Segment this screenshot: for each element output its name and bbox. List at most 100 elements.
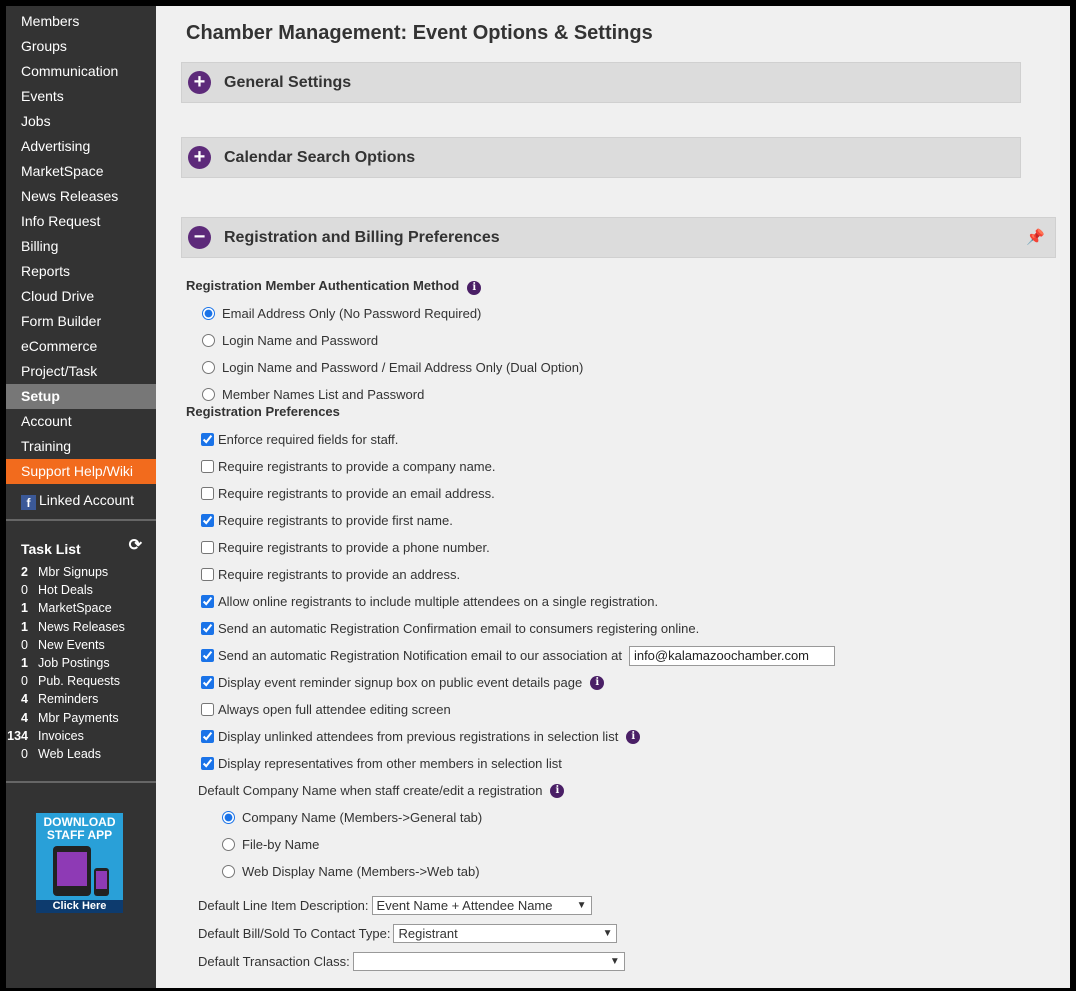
sidebar-item-billing[interactable]: Billing — [21, 238, 59, 254]
pref-option[interactable]: Require registrants to provide an addres… — [186, 561, 1046, 588]
sidebar-item-jobs[interactable]: Jobs — [21, 113, 51, 129]
company-option[interactable]: File-by Name — [186, 831, 1046, 858]
auth-option[interactable]: Email Address Only (No Password Required… — [186, 300, 1046, 327]
pref-checkbox[interactable] — [201, 487, 214, 500]
refresh-icon[interactable]: ⟳ — [128, 537, 142, 554]
pref-checkbox[interactable] — [201, 541, 214, 554]
sidebar-item-form-builder[interactable]: Form Builder — [21, 313, 102, 329]
pref-label: Require registrants to provide an email … — [218, 486, 495, 501]
sidebar-item-account[interactable]: Account — [21, 413, 72, 429]
sidebar-item-events[interactable]: Events — [21, 88, 64, 104]
sidebar-item-support-help-wiki[interactable]: Support Help/Wiki — [6, 459, 156, 484]
pref-option[interactable]: Require registrants to provide first nam… — [186, 507, 1046, 534]
pref-option[interactable]: Require registrants to provide an email … — [186, 480, 1046, 507]
company-radio[interactable] — [222, 838, 235, 851]
registration-billing-panel[interactable]: −Registration and Billing Preferences📌 — [181, 217, 1056, 258]
sidebar-item-marketspace[interactable]: MarketSpace — [21, 163, 104, 179]
transaction-class-select[interactable]: ▼ — [352, 951, 625, 971]
calendar-search-options-panel[interactable]: +Calendar Search Options — [181, 137, 1021, 178]
pref-checkbox[interactable] — [201, 757, 214, 770]
sidebar-item-members[interactable]: Members — [21, 13, 80, 29]
auth-radio[interactable] — [202, 307, 215, 320]
sidebar-item-advertising[interactable]: Advertising — [21, 138, 91, 154]
info-icon[interactable]: i — [550, 783, 565, 798]
info-icon[interactable]: i — [590, 675, 605, 690]
click-here-label: Click Here — [36, 900, 123, 913]
auth-radio[interactable] — [202, 334, 215, 347]
general-settings-panel[interactable]: +General Settings — [181, 62, 1021, 103]
company-radio[interactable] — [222, 865, 235, 878]
sidebar-item-cloud-drive[interactable]: Cloud Drive — [21, 288, 95, 304]
sidebar-item-ecommerce[interactable]: eCommerce — [21, 338, 98, 354]
pref-option[interactable]: Require registrants to provide a phone n… — [186, 534, 1046, 561]
divider — [6, 781, 156, 783]
sidebar-item-training[interactable]: Training — [21, 438, 72, 454]
task-count: 0 — [21, 637, 28, 652]
sidebar-item-reports[interactable]: Reports — [21, 263, 71, 279]
pref-option[interactable]: Enforce required fields for staff. — [186, 426, 1046, 453]
pref-checkbox[interactable] — [201, 649, 214, 662]
pref-checkbox[interactable] — [201, 703, 214, 716]
pin-icon[interactable]: 📌 — [1026, 229, 1045, 246]
task-label: New Events — [38, 637, 105, 652]
pref-checkbox[interactable] — [201, 433, 214, 446]
notification-email-input[interactable]: info@kalamazoochamber.com — [628, 645, 835, 666]
pref-label: Require registrants to provide an addres… — [218, 567, 461, 582]
auth-option[interactable]: Member Names List and Password — [186, 381, 1046, 408]
pref-option[interactable]: Send an automatic Registration Confirmat… — [186, 615, 1046, 642]
sidebar-item-news-releases[interactable]: News Releases — [21, 188, 119, 204]
pref-option[interactable]: Display event reminder signup box on pub… — [186, 669, 1046, 696]
company-option[interactable]: Company Name (Members->General tab) — [186, 804, 1046, 831]
auth-option[interactable]: Login Name and Password / Email Address … — [186, 354, 1046, 381]
auth-radio[interactable] — [202, 388, 215, 401]
download-staff-app-banner[interactable]: DOWNLOAD STAFF APP Click Here — [36, 813, 123, 913]
pref-option[interactable]: Allow online registrants to include mult… — [186, 588, 1046, 615]
pref-checkbox[interactable] — [201, 514, 214, 527]
company-option[interactable]: Web Display Name (Members->Web tab) — [186, 858, 1046, 885]
chevron-down-icon: ▼ — [602, 927, 613, 939]
txn-class-label: Default Transaction Class: — [198, 953, 350, 969]
auth-option-label: Login Name and Password / Email Address … — [222, 360, 584, 375]
pref-option[interactable]: Always open full attendee editing screen — [186, 696, 1046, 723]
pref-option[interactable]: Display unlinked attendees from previous… — [186, 723, 1046, 750]
pref-checkbox[interactable] — [201, 568, 214, 581]
pref-option[interactable]: Display representatives from other membe… — [186, 750, 1046, 777]
sidebar-item-communication[interactable]: Communication — [21, 63, 119, 79]
sidebar-item-project-task[interactable]: Project/Task — [21, 363, 98, 379]
pref-label: Require registrants to provide first nam… — [218, 513, 453, 528]
pref-checkbox[interactable] — [201, 595, 214, 608]
info-icon[interactable]: i — [467, 281, 482, 295]
line-item-select[interactable]: Event Name + Attendee Name▼ — [371, 895, 592, 915]
pref-option[interactable]: Send an automatic Registration Notificat… — [186, 642, 1046, 669]
company-option-label: Company Name (Members->General tab) — [242, 810, 483, 825]
sidebar-item-setup[interactable]: Setup — [6, 384, 156, 409]
pref-checkbox[interactable] — [201, 460, 214, 473]
auth-option[interactable]: Login Name and Password — [186, 327, 1046, 354]
bill-to-select[interactable]: Registrant▼ — [393, 923, 618, 943]
task-item[interactable]: 0 New Events — [6, 636, 156, 654]
pref-checkbox[interactable] — [201, 622, 214, 635]
task-count: 0 — [21, 674, 28, 689]
pref-label: Display unlinked attendees from previous… — [218, 729, 619, 744]
auth-radio[interactable] — [202, 361, 215, 374]
info-icon[interactable]: i — [626, 729, 641, 744]
task-label: Mbr Payments — [38, 710, 119, 725]
company-radio[interactable] — [222, 811, 235, 824]
pref-option[interactable]: Require registrants to provide a company… — [186, 453, 1046, 480]
pref-checkbox[interactable] — [201, 676, 214, 689]
sidebar-item-info-request[interactable]: Info Request — [21, 213, 101, 229]
sidebar-item-groups[interactable]: Groups — [21, 38, 67, 54]
pref-checkbox[interactable] — [201, 730, 214, 743]
